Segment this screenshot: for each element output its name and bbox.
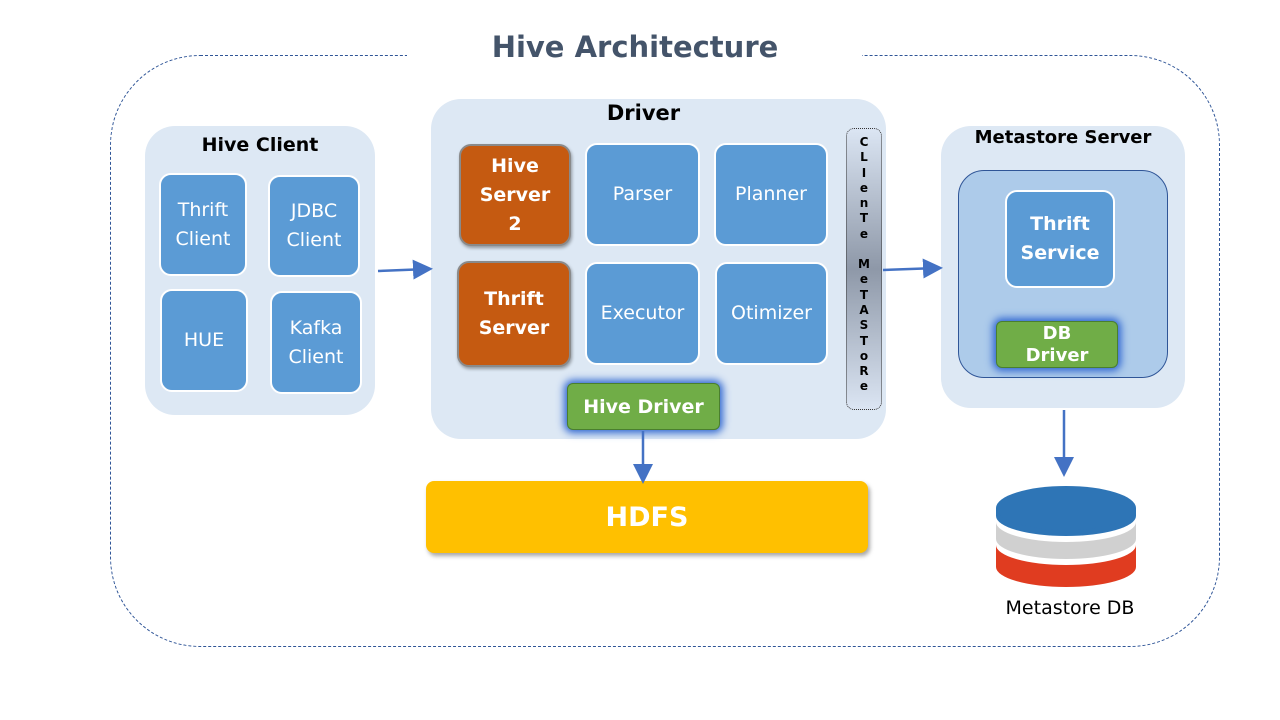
thrift-server-box: Thrift Server bbox=[457, 261, 571, 367]
db-driver-box: DB Driver bbox=[996, 321, 1118, 368]
optimizer-box: Otimizer bbox=[715, 262, 828, 365]
driver-to-metastore-arrow bbox=[882, 258, 943, 279]
kafka-client-box: Kafka Client bbox=[270, 291, 362, 394]
client-to-driver-arrow bbox=[377, 259, 433, 280]
database-icon bbox=[996, 486, 1136, 587]
metastore-db-label: Metastore DB bbox=[1005, 597, 1135, 619]
metastore-server-title: Metastore Server bbox=[974, 127, 1152, 148]
thrift-client-box: Thrift Client bbox=[159, 173, 247, 276]
hive-driver-box: Hive Driver bbox=[567, 383, 720, 430]
planner-box: Planner bbox=[714, 143, 828, 246]
thrift-service-box: Thrift Service bbox=[1005, 190, 1115, 288]
jdbc-client-box: JDBC Client bbox=[268, 175, 360, 277]
diagram-title: Hive Architecture bbox=[491, 30, 779, 64]
driver-title: Driver bbox=[606, 101, 681, 125]
hdfs-box: HDFS bbox=[426, 481, 868, 553]
hive-server-2-box: Hive Server 2 bbox=[459, 144, 571, 246]
hue-box: HUE bbox=[160, 289, 248, 392]
parser-box: Parser bbox=[585, 143, 700, 246]
executor-box: Executor bbox=[585, 262, 700, 365]
hive-client-title: Hive Client bbox=[201, 134, 319, 156]
